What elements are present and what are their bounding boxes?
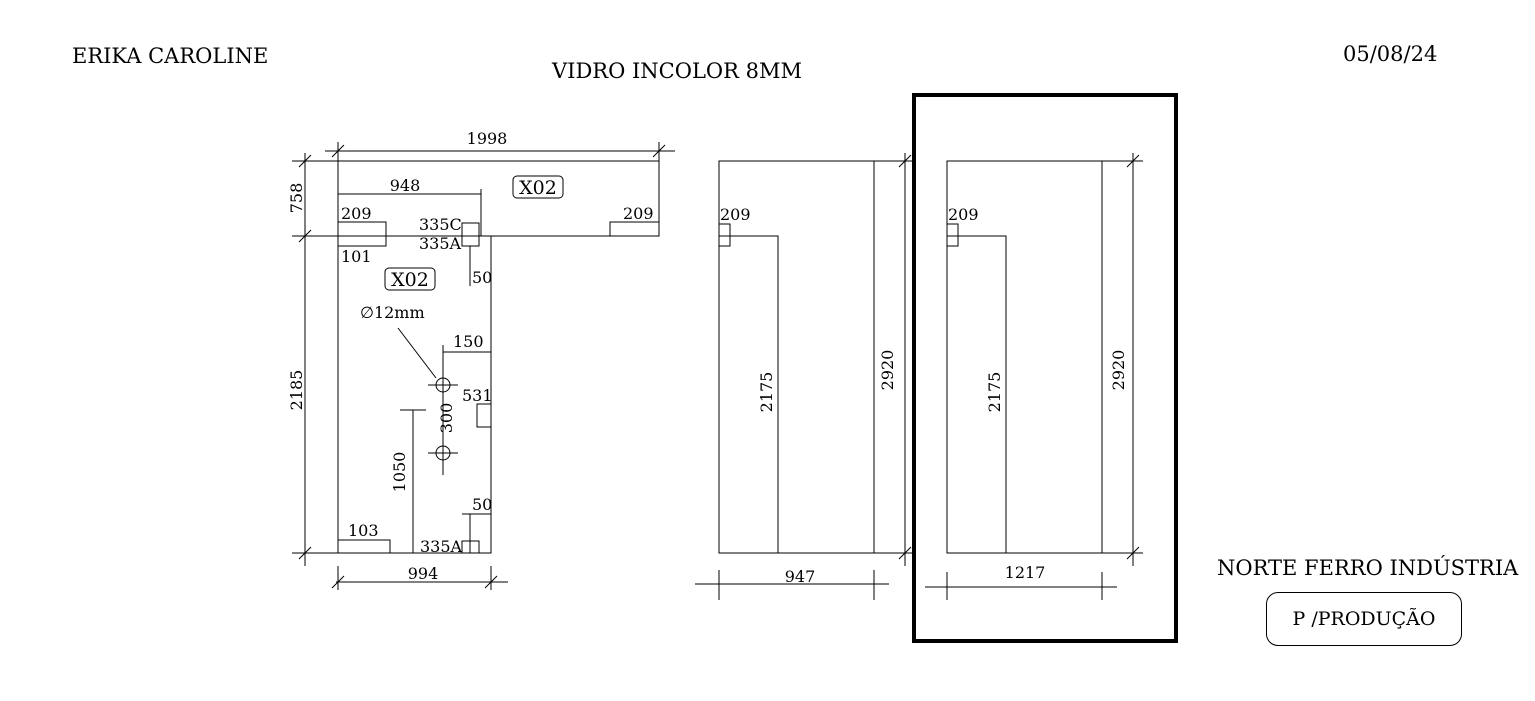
- dim-948: [338, 189, 482, 236]
- label-1217: 1217: [1005, 563, 1046, 582]
- tag-x02-top: X02: [519, 177, 557, 199]
- label-103: 103: [348, 521, 379, 540]
- dim-1217: [925, 572, 1117, 600]
- dim-left-vertical: [292, 153, 338, 566]
- label-335a-top: 335A: [419, 234, 462, 253]
- company-name: NORTE FERRO INDÚSTRIA: [1217, 556, 1519, 580]
- label-50-bottom: 50: [472, 495, 492, 514]
- dim-994: [331, 566, 508, 590]
- selection-frame: [912, 93, 1178, 643]
- label-hole-diameter: ∅12mm: [360, 303, 425, 322]
- label-2175-piece-3: 2175: [985, 372, 1004, 413]
- dim-2920-piece-3: [1102, 153, 1143, 566]
- production-stamp-label: P /PRODUÇÃO: [1292, 608, 1436, 630]
- label-335c: 335C: [419, 215, 462, 234]
- label-2175-piece-2: 2175: [757, 372, 776, 413]
- label-335a-bottom: 335A: [420, 537, 463, 556]
- label-1050: 1050: [390, 452, 409, 493]
- label-209-piece-2: 209: [720, 205, 751, 224]
- dim-2920-piece-2: [874, 153, 915, 566]
- material-title: VIDRO INCOLOR 8MM: [552, 59, 802, 83]
- piece-3-outline: [946, 160, 1103, 554]
- drawing-date: 05/08/24: [1343, 42, 1438, 66]
- label-947: 947: [785, 567, 816, 586]
- label-101: 101: [341, 247, 372, 266]
- label-1998: 1998: [467, 129, 508, 148]
- dim-947: [695, 570, 889, 600]
- label-209-right: 209: [623, 204, 654, 223]
- production-stamp: P /PRODUÇÃO: [1266, 592, 1462, 646]
- label-758: 758: [287, 183, 306, 214]
- tag-x02-bottom: X02: [391, 269, 429, 291]
- piece-1-outline: [337, 160, 660, 554]
- label-531: 531: [462, 386, 493, 405]
- label-948: 948: [390, 176, 421, 195]
- label-209-left: 209: [341, 204, 372, 223]
- hole-marks: [397, 327, 491, 553]
- piece-2-outline: [718, 160, 875, 554]
- label-2920-piece-3: 2920: [1109, 350, 1128, 391]
- label-2920-piece-2: 2920: [878, 350, 897, 391]
- label-2185: 2185: [287, 370, 306, 411]
- label-209-piece-3: 209: [948, 205, 979, 224]
- dim-1998: [325, 142, 675, 161]
- label-150: 150: [453, 332, 484, 351]
- label-50-top: 50: [472, 268, 492, 287]
- label-994: 994: [408, 564, 439, 583]
- client-name: ERIKA CAROLINE: [72, 44, 269, 68]
- label-300: 300: [437, 403, 456, 434]
